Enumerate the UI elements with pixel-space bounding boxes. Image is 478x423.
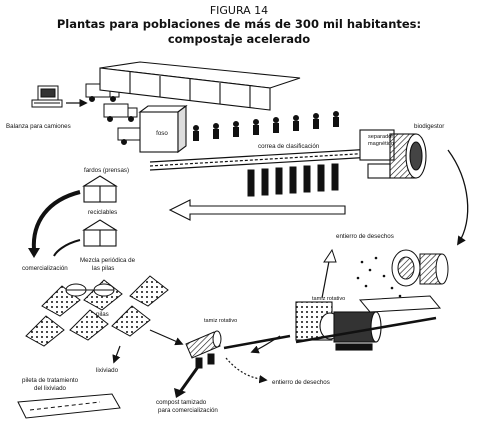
figure-title-line2: compostaje acelerado [168,32,310,46]
lower-belt-left [223,334,291,350]
bales-to-market-arrow [31,190,81,251]
compost-label-2: para comercialización [158,407,218,414]
leachate-arrow [112,345,121,364]
truck-icons [85,83,141,145]
compost-arrow [178,363,202,393]
scale-computer-icon [31,85,63,108]
sorting-belt-label: correa de clasificación [258,143,320,150]
bales-label: fardos (prensas) [84,167,129,174]
bales-house-icon [82,175,118,203]
waste-burial-top-label: entierro de desechos [336,233,394,240]
waste-burial-bottom-label: entierro de desechos [272,379,330,386]
belt-connector [250,335,281,354]
up-arrowhead [323,248,337,263]
compost-arrowhead [174,388,186,398]
scale-label: Balanza para camiones [6,123,71,130]
rotary-screen-left [185,330,222,369]
lower-belt-right [295,316,437,344]
leachate-pond-label-2: del lixiviado [34,385,67,392]
recyclables-house-icon [82,219,118,247]
recyclables-arrow [53,239,81,257]
biodigester-drum [389,133,427,179]
digester-output-arrow [447,149,469,246]
main-building [99,61,301,111]
biodigester-label: biodigestor [414,123,444,130]
pile-turner-machine [65,283,115,297]
pile-mixing-label-2: las pilas [92,265,114,272]
worker-figures [193,111,339,141]
bales-to-market-arrowhead [28,248,40,258]
magnetic-separator [359,129,395,179]
pit-box [138,104,188,154]
figure-number: FIGURA 14 [210,4,268,17]
compost-label-1: compost tamizado [156,399,207,406]
leachate-label: lixiviado [96,367,119,374]
magnetic-separator-label-2: magnético [368,141,394,147]
screen-to-burial-arrow [225,357,268,384]
piles-label: pilas [96,311,109,318]
right-screen-base [358,295,442,313]
piles-to-screen-arrow [149,329,184,346]
up-arrow [321,255,331,299]
recyclables-label: reciclables [88,209,117,216]
pit-label: foso [156,130,168,137]
main-return-arrow [168,199,346,221]
magnetic-separator-label-1: separador [368,134,393,140]
right-screen-debris [356,256,402,298]
sorting-belt [149,147,391,171]
right-screen-drum [391,249,449,287]
pile-mixing-label-1: Mezcla periódica de [80,257,136,264]
figure-title-line1: Plantas para poblaciones de más de 300 m… [57,17,421,31]
marketing-label: comercialización [22,265,68,272]
rotary-screen-right-label: tamiz rotativo [312,296,345,302]
leachate-pond-label-1: pileta de tratamiento [22,377,79,384]
leachate-pond [17,393,121,419]
chutes [247,163,339,197]
rotary-screen-left-label: tamiz rotativo [204,318,237,324]
